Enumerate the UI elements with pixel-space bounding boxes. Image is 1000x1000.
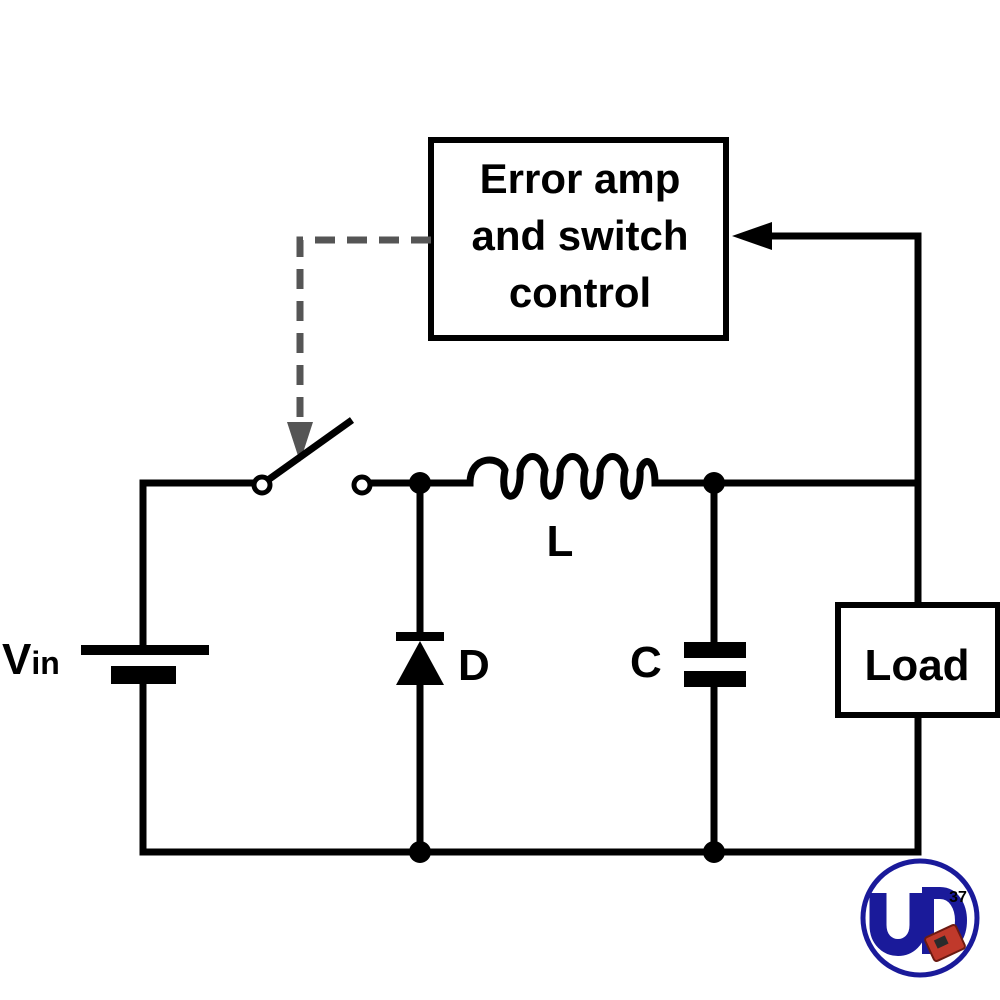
capacitor-top-plate (684, 642, 746, 658)
load-box (835, 602, 1000, 718)
source-label-sub: in (31, 645, 59, 681)
diode-label: D (458, 641, 490, 690)
circuit-wires (139, 232, 922, 856)
site-logo: 37 (860, 858, 980, 978)
capacitor-bottom-plate (684, 671, 746, 687)
switch-right-contact (351, 474, 373, 496)
capacitor-label: C (630, 638, 662, 687)
control-block (428, 137, 729, 341)
diode-triangle (396, 641, 444, 685)
switch-blade (265, 417, 355, 483)
feedback-arrow-icon (732, 222, 772, 250)
battery-source (81, 645, 209, 684)
logo-board-chip-icon (933, 935, 949, 949)
junctions (409, 472, 725, 863)
control-line-1: Error amp (480, 155, 681, 202)
junction-dot (703, 841, 725, 863)
inductor-label: L (547, 517, 574, 566)
battery-long-plate (81, 645, 209, 655)
diode-bar (396, 632, 444, 641)
diode (396, 632, 444, 685)
logo-u-shape (869, 893, 927, 956)
source-label-main: V (2, 635, 32, 684)
control-dashed-line (296, 236, 431, 422)
control-line-2: and switch (471, 212, 688, 259)
switch (251, 417, 373, 496)
inductor (466, 453, 659, 500)
control-arrow-icon (287, 422, 313, 462)
switch-left-contact (251, 474, 273, 496)
control-line-3: control (509, 269, 651, 316)
load-label: Load (864, 641, 969, 690)
source-label: Vin (2, 635, 60, 684)
capacitor (684, 642, 746, 687)
junction-dot (409, 841, 431, 863)
logo-number: 37 (949, 889, 967, 906)
inductor-coil (466, 453, 659, 500)
battery-short-plate (111, 666, 176, 684)
junction-dot (703, 472, 725, 494)
junction-dot (409, 472, 431, 494)
